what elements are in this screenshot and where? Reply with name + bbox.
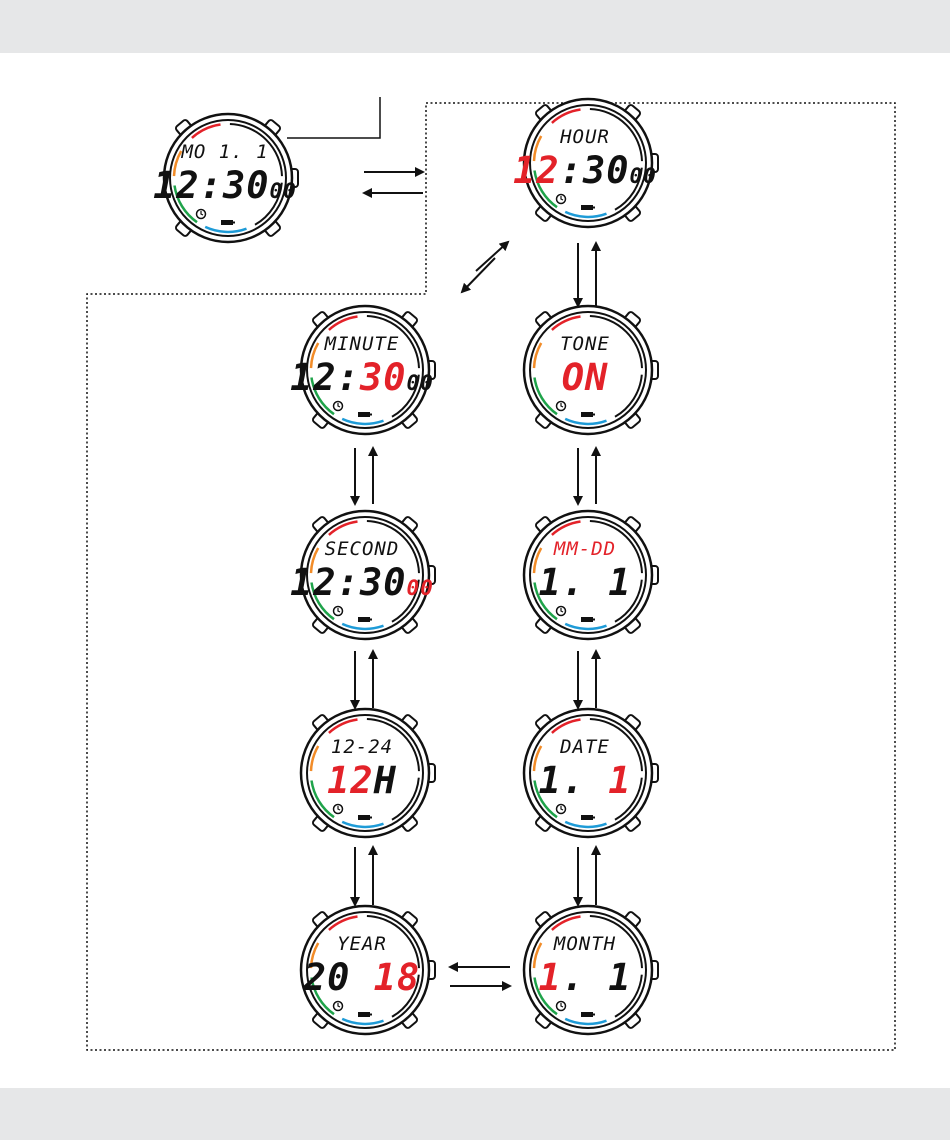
watch-label: MO 1. 1: [180, 141, 268, 163]
main-value-segment: 12:: [290, 356, 360, 399]
watch-home: MO 1. 112:3000: [153, 114, 298, 242]
watch-label: MM-DD: [553, 538, 616, 560]
main-value-segment: 20: [303, 956, 374, 999]
battery-icon: [221, 220, 235, 225]
main-value-highlight: 30: [359, 356, 407, 399]
battery-icon: [581, 205, 595, 210]
seconds-value: 00: [407, 576, 434, 600]
main-value-highlight: 12: [327, 759, 374, 802]
watch-label: HOUR: [559, 126, 610, 148]
main-value-segment: . 1: [562, 956, 632, 999]
main-value-segment: 12:30: [290, 561, 406, 604]
main-value-highlight: 12: [513, 149, 560, 192]
watch-year: YEAR20 18: [301, 906, 435, 1034]
watch-main-value: ON: [562, 356, 609, 399]
watch-label: DATE: [559, 736, 610, 758]
main-value-segment: :30: [560, 149, 630, 192]
battery-icon: [358, 815, 372, 820]
main-value-highlight: 18: [374, 956, 421, 999]
seconds-value: 00: [630, 164, 657, 188]
battery-icon: [358, 617, 372, 622]
watch-label: SECOND: [325, 538, 400, 560]
main-value-highlight: 1: [538, 956, 561, 999]
watch-tone: TONEON: [524, 306, 658, 434]
watch-mmdd: MM-DD1. 1: [524, 511, 658, 639]
main-value-highlight: ON: [562, 356, 609, 399]
battery-icon: [581, 617, 595, 622]
watch-label: TONE: [560, 333, 610, 355]
battery-icon: [581, 412, 595, 417]
main-value-segment: H: [373, 759, 397, 802]
watch-main-value: 1. 1: [538, 956, 631, 999]
main-value-segment: 12:30: [153, 164, 269, 207]
watch-main-value: 20 18: [303, 956, 420, 999]
seconds-value: 00: [270, 179, 297, 203]
seconds-value: 00: [407, 371, 434, 395]
main-value-segment: 1.: [538, 759, 608, 802]
battery-icon: [358, 1012, 372, 1017]
arrow-diagonal-up: [476, 242, 508, 271]
watch-main-value: 12H: [327, 759, 397, 802]
watch-label: MONTH: [553, 933, 616, 955]
watch-label: YEAR: [337, 933, 387, 955]
setting-mode-boundary: [87, 103, 895, 1050]
main-value-highlight: 1: [608, 759, 631, 802]
battery-icon: [358, 412, 372, 417]
arrow-diagonal-down: [462, 258, 495, 292]
main-value-segment: 1. 1: [538, 561, 631, 604]
battery-icon: [581, 1012, 595, 1017]
watch-main-value: 1. 1: [538, 561, 631, 604]
home-connector-line: [287, 97, 380, 138]
watch-label: 12-24: [331, 736, 393, 758]
battery-icon: [581, 815, 595, 820]
watch-label: MINUTE: [324, 333, 400, 355]
watch-main-value: 1. 1: [538, 759, 631, 802]
